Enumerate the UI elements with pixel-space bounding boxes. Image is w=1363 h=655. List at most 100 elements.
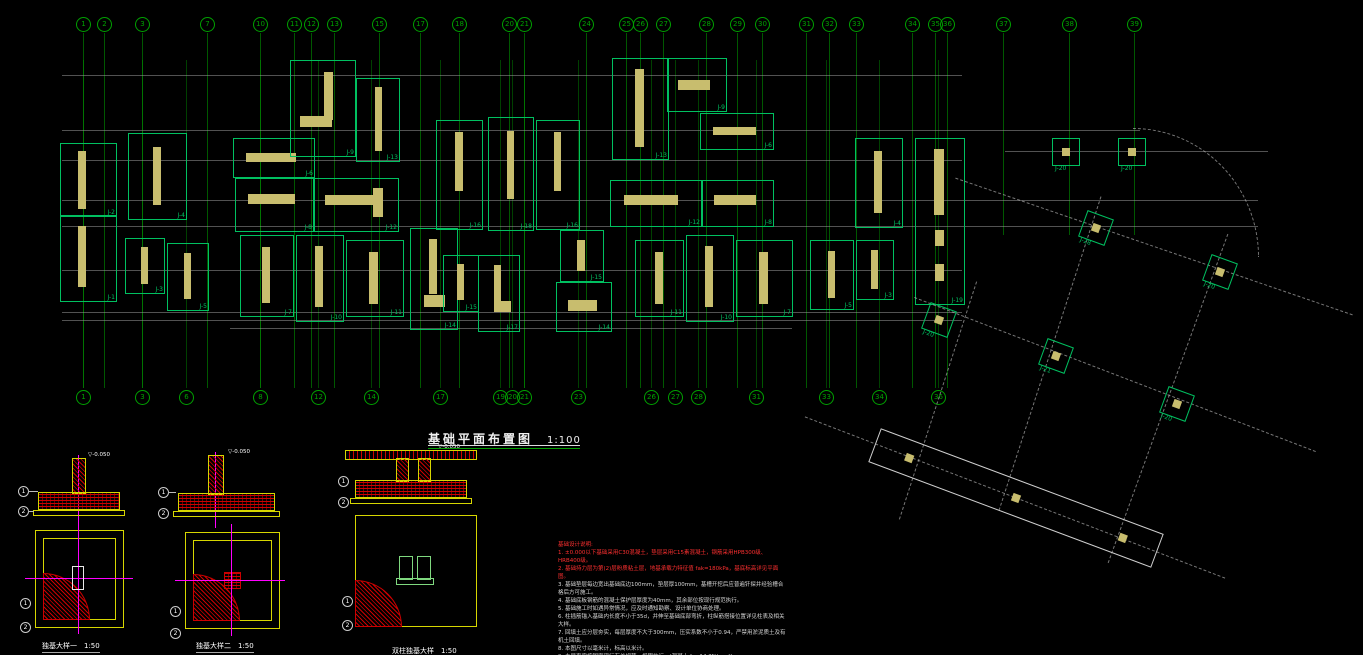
leader-bubble: 1	[338, 476, 349, 487]
axis-bubble: 27	[668, 390, 683, 405]
grid-line-horizontal	[62, 312, 962, 313]
grid-line-vertical	[698, 60, 699, 388]
axis-bubble: 1	[76, 17, 91, 32]
axis-bubble: 36	[940, 17, 955, 32]
column-section	[423, 295, 445, 307]
footing-J-3: J-3	[125, 238, 165, 294]
grid-line-vertical	[737, 33, 738, 388]
footing-J-14: J-14	[556, 282, 612, 332]
pad-footing-J-20: J-20	[1052, 138, 1080, 172]
column-section	[247, 193, 296, 204]
grid-line-horizontal	[230, 328, 792, 329]
elevation-text: ▽-0.050	[88, 452, 110, 458]
grid-line-vertical	[826, 60, 827, 388]
footing-J-8: J-8	[235, 178, 314, 232]
footing-J-2: J-2	[60, 143, 117, 217]
column-section	[934, 148, 944, 215]
grid-line-vertical	[207, 33, 208, 388]
axis-bubble: 26	[644, 390, 659, 405]
footing-J-11: J-11	[346, 240, 404, 317]
footing-label: J-6	[764, 142, 772, 149]
pad-column	[1128, 148, 1136, 156]
detail-caption: 独基大样一 1:50	[42, 641, 100, 653]
grid-line-vertical	[311, 33, 312, 388]
grid-line-vertical	[879, 60, 880, 388]
note-item: 7. 回填土应分层夯实，每层厚度不大于300mm，压实系数不小于0.94，严禁用…	[558, 630, 786, 644]
detail-line	[28, 511, 34, 512]
detail-rect	[355, 480, 467, 498]
footing-label: J-13	[386, 154, 398, 161]
axis-bubble: 3	[135, 17, 150, 32]
footing-label: J-13	[655, 152, 667, 159]
note-item: 2. 基础持力层为第(2)层粉质粘土层，地基承载力特征值 fak=180kPa，…	[558, 566, 779, 580]
grid-line-vertical	[420, 33, 421, 388]
leader-bubble: 2	[170, 628, 181, 639]
column-section	[315, 246, 324, 308]
footing-label: J-3	[155, 286, 163, 293]
detail-rect	[72, 566, 84, 590]
axis-bubble: 37	[996, 17, 1011, 32]
footing-J-5: J-5	[167, 243, 209, 311]
axis-bubble: 13	[327, 17, 342, 32]
leader-bubble: 2	[20, 622, 31, 633]
axis-bubble: 8	[253, 390, 268, 405]
grid-line-vertical	[706, 33, 707, 388]
grid-line-vertical	[294, 33, 295, 388]
detail-rect	[173, 511, 280, 517]
axis-bubble: 34	[872, 390, 887, 405]
axis-bubble: 34	[905, 17, 920, 32]
footing-label: J-4	[177, 212, 185, 219]
detail-rect	[396, 578, 434, 585]
note-item: 4. 基础底板钢筋的混凝土保护层厚度为40mm，其余部位按现行规范执行。	[558, 598, 743, 604]
axis-bubble: 14	[364, 390, 379, 405]
footing-J-12: J-12	[610, 180, 702, 227]
footing-label: J-1	[107, 294, 115, 301]
axis-bubble: 33	[849, 17, 864, 32]
grid-line-vertical	[947, 33, 948, 388]
axis-bubble: 28	[699, 17, 714, 32]
leader-bubble: 2	[158, 508, 169, 519]
axis-bubble: 27	[656, 17, 671, 32]
detail-rect	[396, 458, 409, 482]
detail-rect	[418, 458, 431, 482]
column-section	[184, 253, 192, 300]
grid-line-horizontal	[62, 270, 962, 271]
grid-line-vertical	[186, 60, 187, 388]
detail-rect	[350, 498, 472, 504]
grid-line-vertical	[500, 60, 501, 388]
grid-line-vertical	[83, 33, 84, 388]
footing-label: J-9	[346, 149, 354, 156]
column-section	[261, 247, 271, 304]
grid-line-vertical	[938, 60, 939, 388]
footing-label: J-10	[330, 314, 342, 321]
axis-bubble: 12	[311, 390, 326, 405]
footing-J-12: J-12	[314, 178, 399, 232]
detail-rect	[35, 530, 124, 628]
detail-rect	[355, 515, 477, 627]
axis-bubble: 28	[691, 390, 706, 405]
grid-line-vertical	[626, 33, 627, 388]
pad-label: J-20	[1055, 165, 1067, 172]
pad-label: J-20	[1121, 165, 1133, 172]
column-section	[141, 247, 149, 284]
footing-J-15: J-15	[560, 230, 604, 282]
detail-rect	[345, 450, 477, 460]
detail-line	[175, 580, 285, 581]
column-section	[246, 153, 296, 162]
note-item: 5. 基础施工时如遇异常情况，应及时通知勘察、设计单位协商处理。	[558, 606, 725, 612]
footing-label: J-17	[506, 324, 518, 331]
grid-line-vertical	[142, 33, 143, 388]
footing-label: J-8	[764, 219, 772, 226]
grid-line-horizontal	[62, 130, 1140, 131]
footing-J-3: J-3	[856, 240, 894, 300]
column-section	[705, 246, 714, 308]
notes-block: 基础设计说明:1. ±0.000以下基础采用C30混凝土，垫层采用C15素混凝土…	[558, 541, 786, 655]
drawing-scale: 1:100	[547, 435, 581, 446]
grid-line-vertical	[1003, 33, 1004, 235]
footing-label: J-6	[305, 170, 313, 177]
axis-bubble: 21	[517, 17, 532, 32]
footing-label: J-14	[444, 322, 456, 329]
axis-bubble: 17	[413, 17, 428, 32]
grid-line-vertical	[371, 60, 372, 388]
column-section	[369, 251, 379, 304]
